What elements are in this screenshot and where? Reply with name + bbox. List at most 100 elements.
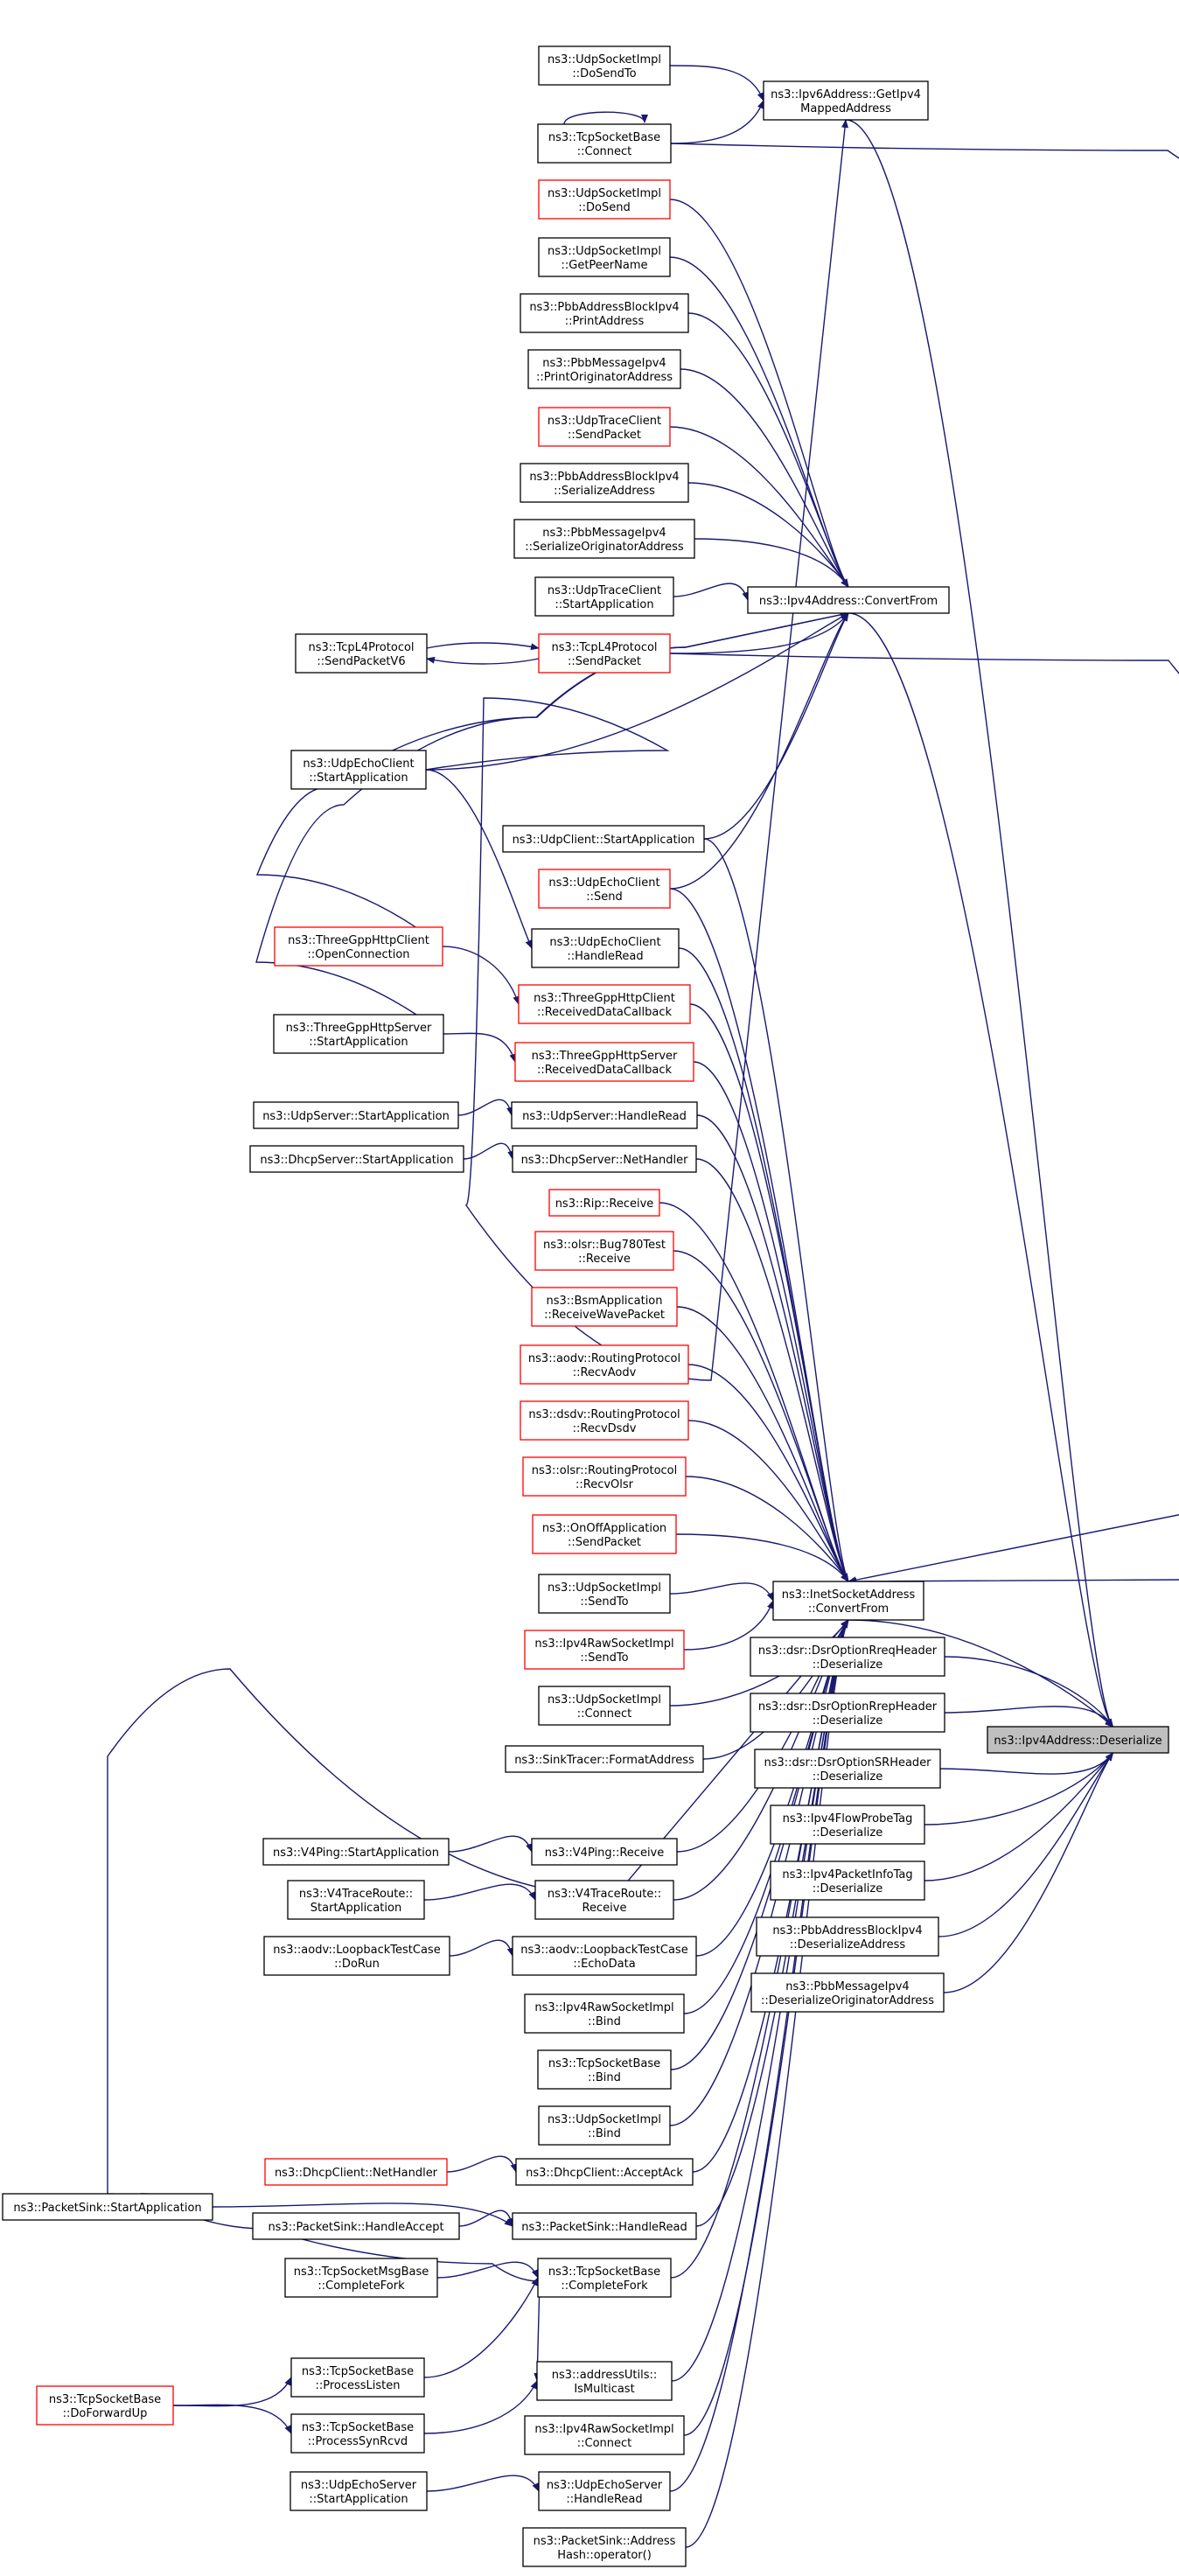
node-pbbdeser[interactable]: ns3::PbbAddressBlockIpv4::DeserializeAdd… <box>756 1916 939 1957</box>
node-tcpfork[interactable]: ns3::TcpSocketBase::CompleteFork <box>537 2258 672 2298</box>
node-pbbser[interactable]: ns3::PbbAddressBlockIpv4::SerializeAddre… <box>520 463 689 503</box>
node-deser[interactable]: ns3::Ipv4Address::Deserialize <box>987 1726 1169 1754</box>
node-udpserverstart[interactable]: ns3::UdpServer::StartApplication <box>253 1101 459 1129</box>
node-udpsendto[interactable]: ns3::UdpSocketImpl::SendTo <box>538 1574 671 1614</box>
node-dhcpserverstart[interactable]: ns3::DhcpServer::StartApplication <box>249 1145 464 1173</box>
node-httpopen[interactable]: ns3::ThreeGppHttpClient::OpenConnection <box>274 926 443 967</box>
node-sinkstart[interactable]: ns3::PacketSink::StartApplication <box>2 2193 213 2221</box>
node-olsrrecv[interactable]: ns3::olsr::RoutingProtocol::RecvOlsr <box>522 1456 687 1497</box>
node-box <box>287 1880 425 1920</box>
node-aodvecho[interactable]: ns3::aodv::LoopbackTestCase::EchoData <box>512 1936 697 1976</box>
node-pbbmsgprint[interactable]: ns3::PbbMessageIpv4::PrintOriginatorAddr… <box>527 349 681 389</box>
node-label: ns3::dsr::DsrOptionSRHeader <box>764 1756 931 1770</box>
node-v4pingstart[interactable]: ns3::V4Ping::StartApplication <box>262 1838 450 1866</box>
node-label: ::Bind <box>588 2015 621 2028</box>
node-pbbmsgser[interactable]: ns3::PbbMessageIpv4::SerializeOriginator… <box>513 519 695 559</box>
node-pbbprint[interactable]: ns3::PbbAddressBlockIpv4::PrintAddress <box>520 293 689 333</box>
node-label: ::SendTo <box>580 1651 628 1665</box>
node-dhcpclientnet[interactable]: ns3::DhcpClient::NetHandler <box>264 2158 448 2186</box>
node-box <box>750 1637 945 1677</box>
node-tcpl4sendv6[interactable]: ns3::TcpL4Protocol::SendPacketV6 <box>295 633 428 674</box>
node-udpclientstart[interactable]: ns3::UdpClient::StartApplication <box>502 825 705 853</box>
node-udpechohandle[interactable]: ns3::UdpEchoClient::HandleRead <box>531 928 680 968</box>
node-tcpforwardup[interactable]: ns3::TcpSocketBase::DoForwardUp <box>36 2385 174 2426</box>
node-tcpconnect[interactable]: ns3::TcpSocketBase::Connect <box>537 123 672 164</box>
node-tcpbind[interactable]: ns3::TcpSocketBase::Bind <box>537 2049 672 2090</box>
node-ismulticast[interactable]: ns3::addressUtils::IsMulticast <box>536 2361 673 2401</box>
edge-dsrrrep-to-deser <box>944 1706 1114 1728</box>
node-tcpmsgfork[interactable]: ns3::TcpSocketMsgBase::CompleteFork <box>284 2258 438 2298</box>
node-pbbmsgdeser[interactable]: ns3::PbbMessageIpv4::DeserializeOriginat… <box>750 1972 945 2013</box>
node-udpechostart[interactable]: ns3::UdpEchoClient::StartApplication <box>290 750 427 790</box>
node-label: ::Bind <box>588 2071 621 2084</box>
node-sinkhandle[interactable]: ns3::PacketSink::HandleRead <box>512 2212 697 2240</box>
node-label: ::ReceivedDataCallback <box>537 1006 673 1019</box>
node-label: ns3::UdpClient::StartApplication <box>513 834 695 847</box>
node-httpserverstart[interactable]: ns3::ThreeGppHttpServer::StartApplicatio… <box>273 1014 444 1054</box>
node-udpconnect[interactable]: ns3::UdpSocketImpl::Connect <box>538 1686 671 1726</box>
node-rawbind[interactable]: ns3::Ipv4RawSocketImpl::Bind <box>524 1993 685 2034</box>
node-udpechoserverstart[interactable]: ns3::UdpEchoServer::StartApplication <box>290 2471 428 2511</box>
node-tcplisten[interactable]: ns3::TcpSocketBase::ProcessListen <box>290 2357 425 2398</box>
node-dhcpclientack[interactable]: ns3::DhcpClient::AcceptAck <box>515 2158 694 2186</box>
edge-tcpconnect-to-getipv4 <box>670 100 764 144</box>
node-udpdosendto[interactable]: ns3::UdpSocketImpl::DoSendTo <box>538 45 671 86</box>
node-box <box>538 407 671 447</box>
node-box <box>770 1860 925 1901</box>
node-tcpl4send[interactable]: ns3::TcpL4Protocol::SendPacket <box>538 633 671 674</box>
node-box <box>522 1456 687 1497</box>
node-udptracesend[interactable]: ns3::UdpTraceClient::SendPacket <box>538 407 671 447</box>
node-udpgetpeer[interactable]: ns3::UdpSocketImpl::GetPeerName <box>538 237 671 277</box>
node-label: ns3::aodv::LoopbackTestCase <box>520 1944 687 1957</box>
node-label: Hash::operator() <box>557 2549 652 2562</box>
node-udpdosend[interactable]: ns3::UdpSocketImpl::DoSend <box>538 179 671 220</box>
node-aodvdorun[interactable]: ns3::aodv::LoopbackTestCase::DoRun <box>263 1936 450 1976</box>
node-label: ns3::UdpEchoServer <box>547 2479 663 2492</box>
node-dsrrreq[interactable]: ns3::dsr::DsrOptionRreqHeader::Deseriali… <box>750 1637 945 1677</box>
node-onoffsend[interactable]: ns3::OnOffApplication::SendPacket <box>532 1514 677 1554</box>
node-sinkaccept[interactable]: ns3::PacketSink::HandleAccept <box>252 2212 460 2240</box>
node-label: ::PrintOriginatorAddress <box>536 371 673 384</box>
node-aodvrecv[interactable]: ns3::aodv::RoutingProtocol::RecvAodv <box>520 1344 689 1385</box>
node-label: ::Deserialize <box>813 1826 883 1840</box>
node-pktinfo[interactable]: ns3::Ipv4PacketInfoTag::Deserialize <box>770 1860 925 1901</box>
node-box <box>534 1880 674 1920</box>
node-inetconv[interactable]: ns3::InetSocketAddress::ConvertFrom <box>772 1581 924 1621</box>
node-v4pingrecv[interactable]: ns3::V4Ping::Receive <box>531 1838 678 1866</box>
node-httpserverrecv[interactable]: ns3::ThreeGppHttpServer::ReceivedDataCal… <box>514 1042 694 1082</box>
node-label: ns3::TcpL4Protocol <box>308 641 414 654</box>
edge-udpechoserverstart-to-udpechoserverhandle <box>426 2475 540 2492</box>
node-tcpsynrcvd[interactable]: ns3::TcpSocketBase::ProcessSynRcvd <box>290 2413 425 2454</box>
node-dhcpservernet[interactable]: ns3::DhcpServer::NetHandler <box>512 1145 697 1173</box>
node-udpbind[interactable]: ns3::UdpSocketImpl::Bind <box>538 2105 671 2146</box>
node-rawsendto[interactable]: ns3::Ipv4RawSocketImpl::SendTo <box>524 1630 685 1670</box>
node-ripreceive[interactable]: ns3::Rip::Receive <box>548 1189 660 1217</box>
node-v4tracestart[interactable]: ns3::V4TraceRoute::StartApplication <box>287 1880 425 1920</box>
node-rawconnect[interactable]: ns3::Ipv4RawSocketImpl::Connect <box>524 2415 685 2455</box>
node-udptracestart[interactable]: ns3::UdpTraceClient::StartApplication <box>534 576 674 617</box>
node-httpclientrecv[interactable]: ns3::ThreeGppHttpClient::ReceivedDataCal… <box>518 984 691 1024</box>
node-label: ::DoSend <box>578 201 630 214</box>
node-olsrbug[interactable]: ns3::olsr::Bug780Test::Receive <box>534 1231 674 1271</box>
node-sinkformat[interactable]: ns3::SinkTracer::FormatAddress <box>505 1745 704 1773</box>
node-flowprobe[interactable]: ns3::Ipv4FlowProbeTag::Deserialize <box>770 1805 925 1845</box>
node-label: ::Deserialize <box>813 1714 883 1728</box>
edge-onoffsend-to-inetconv <box>675 1533 849 1582</box>
node-dsrrrep[interactable]: ns3::dsr::DsrOptionRrepHeader::Deseriali… <box>750 1693 945 1733</box>
node-bsmrecv[interactable]: ns3::BsmApplication::ReceiveWavePacket <box>531 1287 678 1327</box>
node-v4tracerecv[interactable]: ns3::V4TraceRoute::Receive <box>534 1880 674 1920</box>
node-box <box>531 928 680 968</box>
node-box <box>754 1749 941 1789</box>
node-dsdvrecv[interactable]: ns3::dsdv::RoutingProtocol::RecvDsdv <box>520 1400 689 1441</box>
node-box <box>511 1101 698 1129</box>
node-dsrsr[interactable]: ns3::dsr::DsrOptionSRHeader::Deserialize <box>754 1749 941 1789</box>
node-convert[interactable]: ns3::Ipv4Address::ConvertFrom <box>747 586 950 614</box>
node-udpechosend[interactable]: ns3::UdpEchoClient::Send <box>538 869 671 909</box>
node-label: ::SerializeAddress <box>554 485 655 498</box>
node-udpserverhandle[interactable]: ns3::UdpServer::HandleRead <box>511 1101 698 1129</box>
node-udpechoserverhandle[interactable]: ns3::UdpEchoServer::HandleRead <box>538 2471 671 2511</box>
node-label: ::Send <box>586 890 623 904</box>
edge-convert-to-deser <box>848 612 1114 1728</box>
